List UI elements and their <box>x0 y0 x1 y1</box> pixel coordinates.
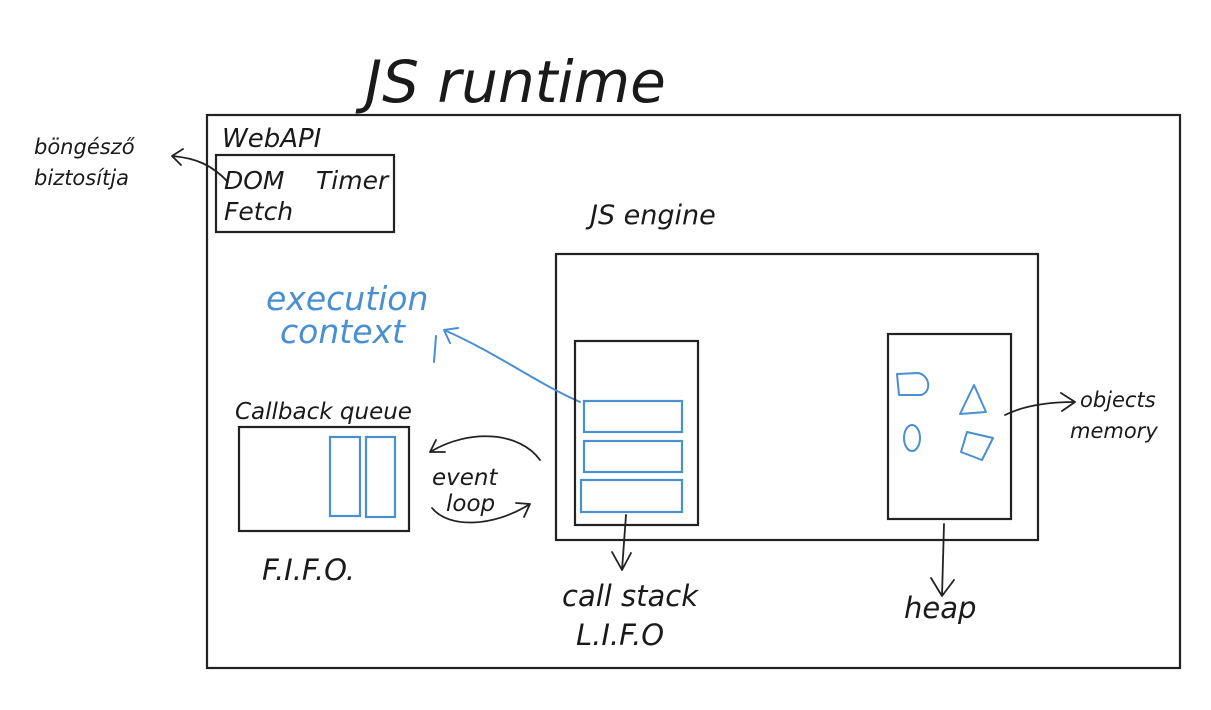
web-api-heading: WebAPI <box>222 124 321 154</box>
browser-note-line2: biztosítja <box>34 166 129 190</box>
callback-queue-order: F.I.F.O. <box>262 553 355 587</box>
callback-queue-box <box>237 425 411 533</box>
engine-heading: JS engine <box>585 200 716 231</box>
call-stack-arrow <box>611 514 632 571</box>
browser-note-line1: böngésző <box>34 135 136 159</box>
stack-frame <box>582 439 684 474</box>
call-stack-label: call stack <box>562 579 699 613</box>
queued-callback <box>364 435 397 519</box>
heap-arrow <box>930 523 955 597</box>
event-loop-arrow-top <box>429 435 541 461</box>
call-stack-box <box>573 339 700 527</box>
web-api-item-fetch: Fetch <box>224 197 293 226</box>
objects-memory-arrow <box>1004 392 1076 416</box>
engine-box <box>554 252 1040 542</box>
objects-memory-line2: memory <box>1070 419 1158 443</box>
web-api-item-timer: Timer <box>316 166 390 195</box>
stack-frame <box>582 399 684 434</box>
event-loop-line1: event <box>432 465 498 491</box>
heap-box <box>886 332 1013 521</box>
heap-label: heap <box>904 591 976 625</box>
web-api-item-dom: DOM <box>224 166 285 195</box>
heap-object-shape <box>960 431 994 461</box>
execution-context-arrow <box>433 327 581 403</box>
stack-frame <box>579 478 684 514</box>
event-loop-arrow-bottom <box>431 502 531 524</box>
heap-object-shape <box>903 424 921 452</box>
callback-queue-label: Callback queue <box>235 399 412 425</box>
queued-callback <box>328 435 362 518</box>
runtime-frame <box>205 113 1182 670</box>
objects-memory-line1: objects <box>1080 388 1156 412</box>
web-api-box <box>214 153 396 234</box>
call-stack-order: L.I.F.O <box>576 618 664 652</box>
heap-object-shape <box>896 372 930 396</box>
execution-context-line2: context <box>280 312 406 351</box>
execution-context-line1: execution <box>266 279 428 318</box>
browser-note-arrow <box>171 148 229 183</box>
diagram-title: JS runtime <box>355 48 666 116</box>
heap-object-shape <box>959 384 987 415</box>
event-loop-line2: loop <box>446 491 495 517</box>
